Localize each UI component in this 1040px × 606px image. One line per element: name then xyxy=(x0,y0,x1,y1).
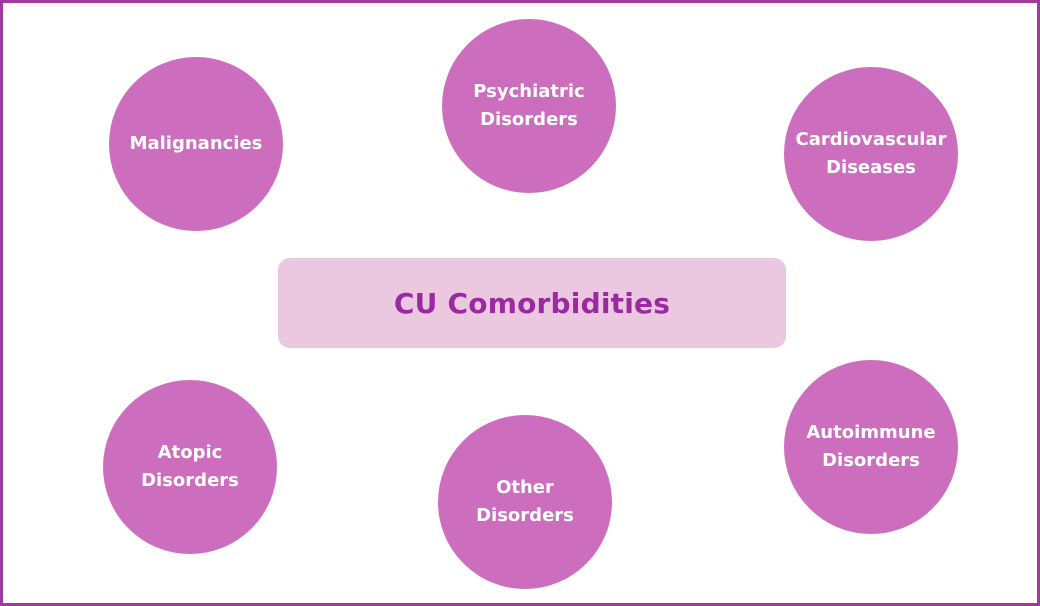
node-autoimmune-disorders: Autoimmune Disorders xyxy=(784,360,958,534)
node-label-malignancies: Malignancies xyxy=(129,133,263,154)
node-label-other-disorders: Other Disorders xyxy=(476,477,574,526)
node-label-autoimmune-disorders: Autoimmune Disorders xyxy=(806,422,936,471)
node-atopic-disorders: Atopic Disorders xyxy=(103,380,277,554)
node-label-psychiatric-disorders: Psychiatric Disorders xyxy=(473,81,585,130)
node-label-atopic-disorders: Atopic Disorders xyxy=(141,442,239,491)
center-title-box: CU Comorbidities xyxy=(278,258,786,348)
node-cardiovascular-diseases: Cardiovascular Diseases xyxy=(784,67,958,241)
node-label-cardiovascular-diseases: Cardiovascular Diseases xyxy=(795,129,947,178)
diagram-title: CU Comorbidities xyxy=(393,286,671,320)
node-malignancies: Malignancies xyxy=(109,57,283,231)
node-other-disorders: Other Disorders xyxy=(438,415,612,589)
node-psychiatric-disorders: Psychiatric Disorders xyxy=(442,19,616,193)
